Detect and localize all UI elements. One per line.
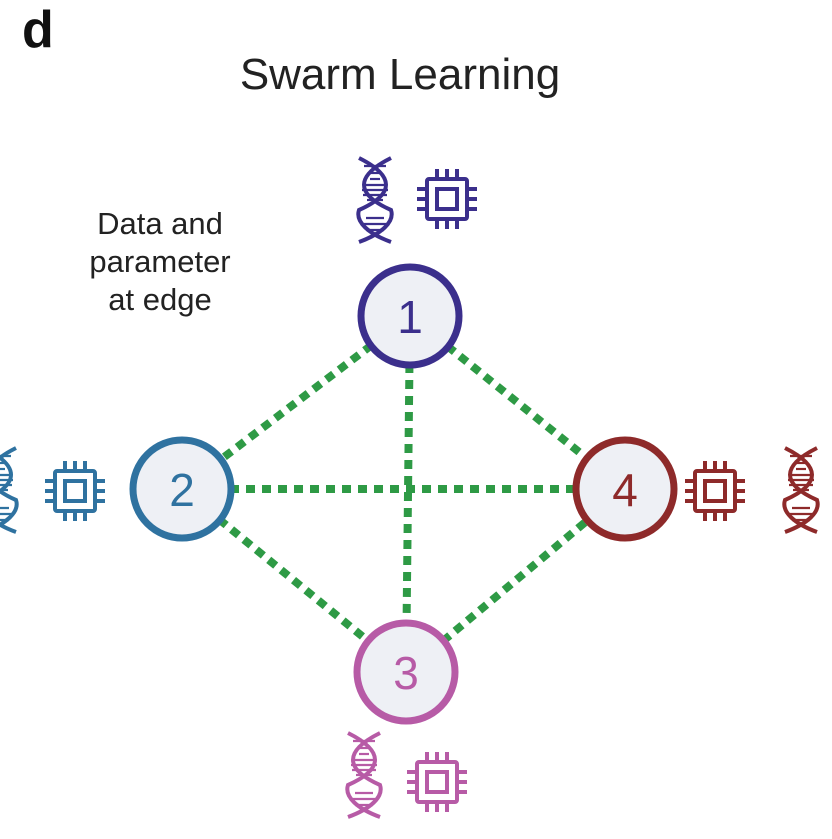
chip-icon [405, 750, 469, 814]
connections-layer [179, 312, 628, 676]
chip-icon [415, 167, 479, 231]
node-4-group: 4 [572, 436, 820, 542]
connection-line-1-3 [402, 315, 414, 673]
annotation-line: Data and [97, 206, 223, 241]
dna-icon [782, 446, 820, 534]
node-circle [129, 436, 235, 542]
node-1-group: 1 [356, 156, 479, 369]
node-3-group: 3 [345, 619, 469, 819]
node-label: 4 [612, 464, 638, 516]
annotation-text: Data and parameter at edge [55, 205, 265, 319]
annotation-line: at edge [108, 282, 212, 317]
node-label: 1 [397, 291, 423, 343]
dna-icon [345, 731, 383, 819]
node-circle [357, 263, 463, 369]
panel-label: d [22, 1, 54, 59]
node-label: 2 [169, 464, 195, 516]
node-circle [353, 619, 459, 725]
node-circle [572, 436, 678, 542]
node-2-group: 2 [0, 436, 235, 542]
dna-icon [0, 446, 19, 534]
diagram-title: Swarm Learning [239, 50, 561, 99]
chip-icon [683, 459, 747, 523]
chip-icon [43, 459, 107, 523]
dna-icon [356, 156, 394, 244]
node-label: 3 [393, 647, 419, 699]
annotation-line: parameter [89, 244, 231, 279]
